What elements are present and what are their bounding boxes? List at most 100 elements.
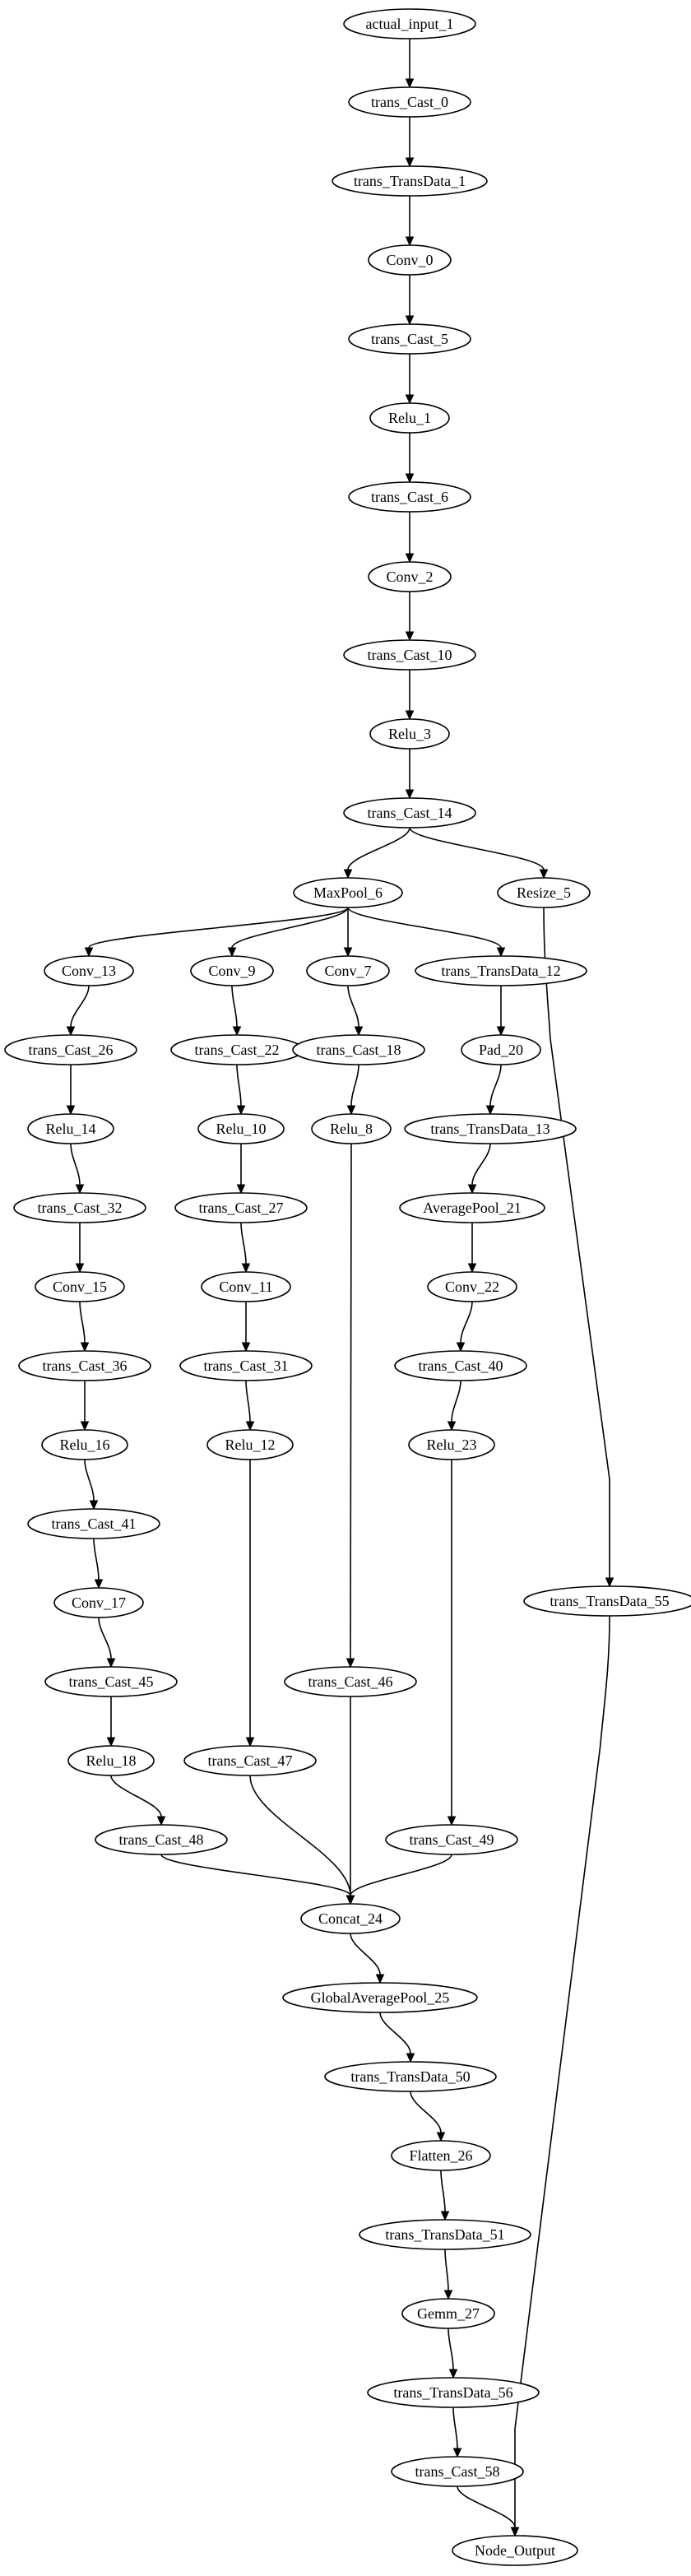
edges-layer	[66, 39, 614, 2537]
arrowhead-conv-9	[227, 947, 237, 958]
edge-conv-13-to-trans-cast-26	[70, 985, 90, 1028]
node-relu-1: Relu_1	[369, 402, 450, 434]
node-ellipse	[183, 1745, 317, 1776]
node-label: trans_TransData_13	[430, 1121, 550, 1137]
node-ellipse	[27, 1508, 160, 1539]
node-relu-8: Relu_8	[311, 1113, 392, 1144]
node-label: trans_TransData_56	[393, 2384, 512, 2401]
node-trans-cast-49: trans_Cast_49	[385, 1824, 518, 1855]
node-relu-16: Relu_16	[41, 1429, 128, 1460]
node-trans-cast-27: trans_Cast_27	[174, 1192, 308, 1223]
node-ellipse	[348, 481, 471, 513]
node-ellipse	[300, 1903, 401, 1934]
edge-trans-transdata-51-to-gemm-27	[444, 2249, 449, 2291]
edge-flatten-26-to-trans-transdata-51	[440, 2170, 446, 2212]
node-label: Conv_11	[219, 1279, 272, 1295]
node-ellipse	[348, 86, 471, 118]
node-ellipse	[44, 955, 134, 986]
node-ellipse	[293, 877, 403, 908]
node-ellipse	[18, 1350, 151, 1381]
arrowhead-relu-14	[66, 1105, 76, 1116]
node-ellipse	[44, 1666, 178, 1697]
edge-conv-15-to-trans-cast-36	[79, 1301, 86, 1344]
node-trans-cast-45: trans_Cast_45	[44, 1666, 178, 1697]
node-relu-10: Relu_10	[197, 1113, 285, 1144]
edge-trans-cast-49-to-concat-24	[350, 1854, 452, 1896]
node-conv-17: Conv_17	[53, 1587, 144, 1618]
node-ellipse	[369, 718, 450, 750]
node-label: trans_Cast_22	[195, 1042, 280, 1058]
node-ellipse	[401, 2298, 495, 2329]
node-label: Relu_8	[330, 1121, 373, 1137]
node-conv-13: Conv_13	[44, 955, 134, 986]
node-label: trans_Cast_10	[368, 647, 452, 663]
node-trans-cast-32: trans_Cast_32	[13, 1192, 146, 1223]
node-flatten-26: Flatten_26	[391, 2140, 491, 2171]
node-label: trans_Cast_31	[204, 1358, 289, 1374]
arrowhead-trans-cast-26	[66, 1026, 76, 1037]
arrowhead-relu-16	[80, 1421, 90, 1432]
arrowhead-trans-cast-58	[452, 2448, 462, 2458]
node-trans-cast-47: trans_Cast_47	[183, 1745, 317, 1776]
node-label: Conv_0	[386, 252, 433, 268]
arrowhead-trans-cast-27	[236, 1184, 246, 1195]
node-conv-2: Conv_2	[368, 561, 452, 592]
node-label: Relu_14	[46, 1121, 96, 1137]
node-trans-cast-36: trans_Cast_36	[18, 1350, 151, 1381]
arrowhead-trans-transdata-50	[406, 2053, 415, 2063]
node-ellipse	[368, 561, 452, 592]
edge-conv-7-to-trans-cast-18	[347, 985, 359, 1028]
node-ellipse	[408, 1429, 495, 1460]
node-trans-cast-26: trans_Cast_26	[4, 1034, 137, 1065]
node-label: Conv_13	[62, 963, 116, 979]
node-label: actual_input_1	[366, 16, 454, 32]
edge-trans-cast-18-to-relu-8	[350, 1064, 359, 1107]
arrowhead-relu-18	[106, 1737, 116, 1748]
node-label: Relu_1	[388, 410, 431, 426]
nodes-layer: actual_input_1 trans_Cast_0 trans_TransDat…	[4, 8, 691, 2566]
node-label: AveragePool_21	[423, 1200, 522, 1216]
node-ellipse	[311, 1113, 392, 1144]
node-label: trans_TransData_1	[354, 173, 466, 189]
node-conv-0: Conv_0	[368, 244, 452, 276]
node-ellipse	[67, 1745, 155, 1776]
arrowhead-trans-cast-41	[89, 1500, 99, 1511]
node-ellipse	[394, 1350, 527, 1381]
node-actual-input-1: actual_input_1	[343, 8, 476, 39]
edge-trans-transdata-55-to-node-output	[514, 1615, 610, 2527]
node-ellipse	[415, 955, 587, 986]
node-label: Concat_24	[318, 1910, 383, 1927]
node-conv-9: Conv_9	[190, 955, 274, 986]
arrowhead-relu-1	[405, 394, 415, 405]
arrowhead-conv-22	[467, 1263, 477, 1274]
node-label: trans_TransData_55	[550, 1593, 669, 1609]
node-trans-cast-0: trans_Cast_0	[348, 86, 471, 118]
node-gemm-27: Gemm_27	[401, 2298, 495, 2329]
node-label: Conv_7	[324, 963, 371, 979]
node-ellipse	[385, 1824, 518, 1855]
arrowhead-trans-cast-14	[405, 789, 415, 800]
edge-trans-cast-27-to-conv-11	[240, 1222, 247, 1265]
edge-trans-cast-40-to-relu-23	[451, 1380, 461, 1423]
arrowhead-trans-cast-45	[106, 1658, 116, 1669]
node-ellipse	[399, 1192, 545, 1223]
node-ellipse	[53, 1587, 144, 1618]
node-trans-cast-40: trans_Cast_40	[394, 1350, 527, 1381]
arrowhead-trans-cast-32	[75, 1184, 85, 1195]
node-label: Conv_22	[445, 1279, 499, 1295]
node-label: Conv_9	[208, 963, 255, 979]
node-trans-cast-14: trans_Cast_14	[343, 797, 476, 828]
node-trans-cast-48: trans_Cast_48	[95, 1824, 228, 1855]
node-ellipse	[369, 402, 450, 434]
node-ellipse	[292, 1034, 425, 1065]
arrowhead-resize-5	[539, 869, 549, 880]
node-ellipse	[359, 2219, 531, 2250]
edge-pad-20-to-trans-transdata-13	[489, 1064, 502, 1107]
node-label: trans_Cast_6	[371, 489, 448, 505]
node-label: trans_Cast_47	[208, 1752, 293, 1769]
arrowhead-trans-cast-40	[456, 1342, 466, 1353]
node-ellipse	[391, 2140, 491, 2171]
edge-globalaveragepool-25-to-trans-transdata-50	[379, 2012, 411, 2054]
edge-conv-9-to-trans-cast-22	[231, 985, 238, 1028]
node-label: trans_TransData_12	[441, 963, 560, 979]
